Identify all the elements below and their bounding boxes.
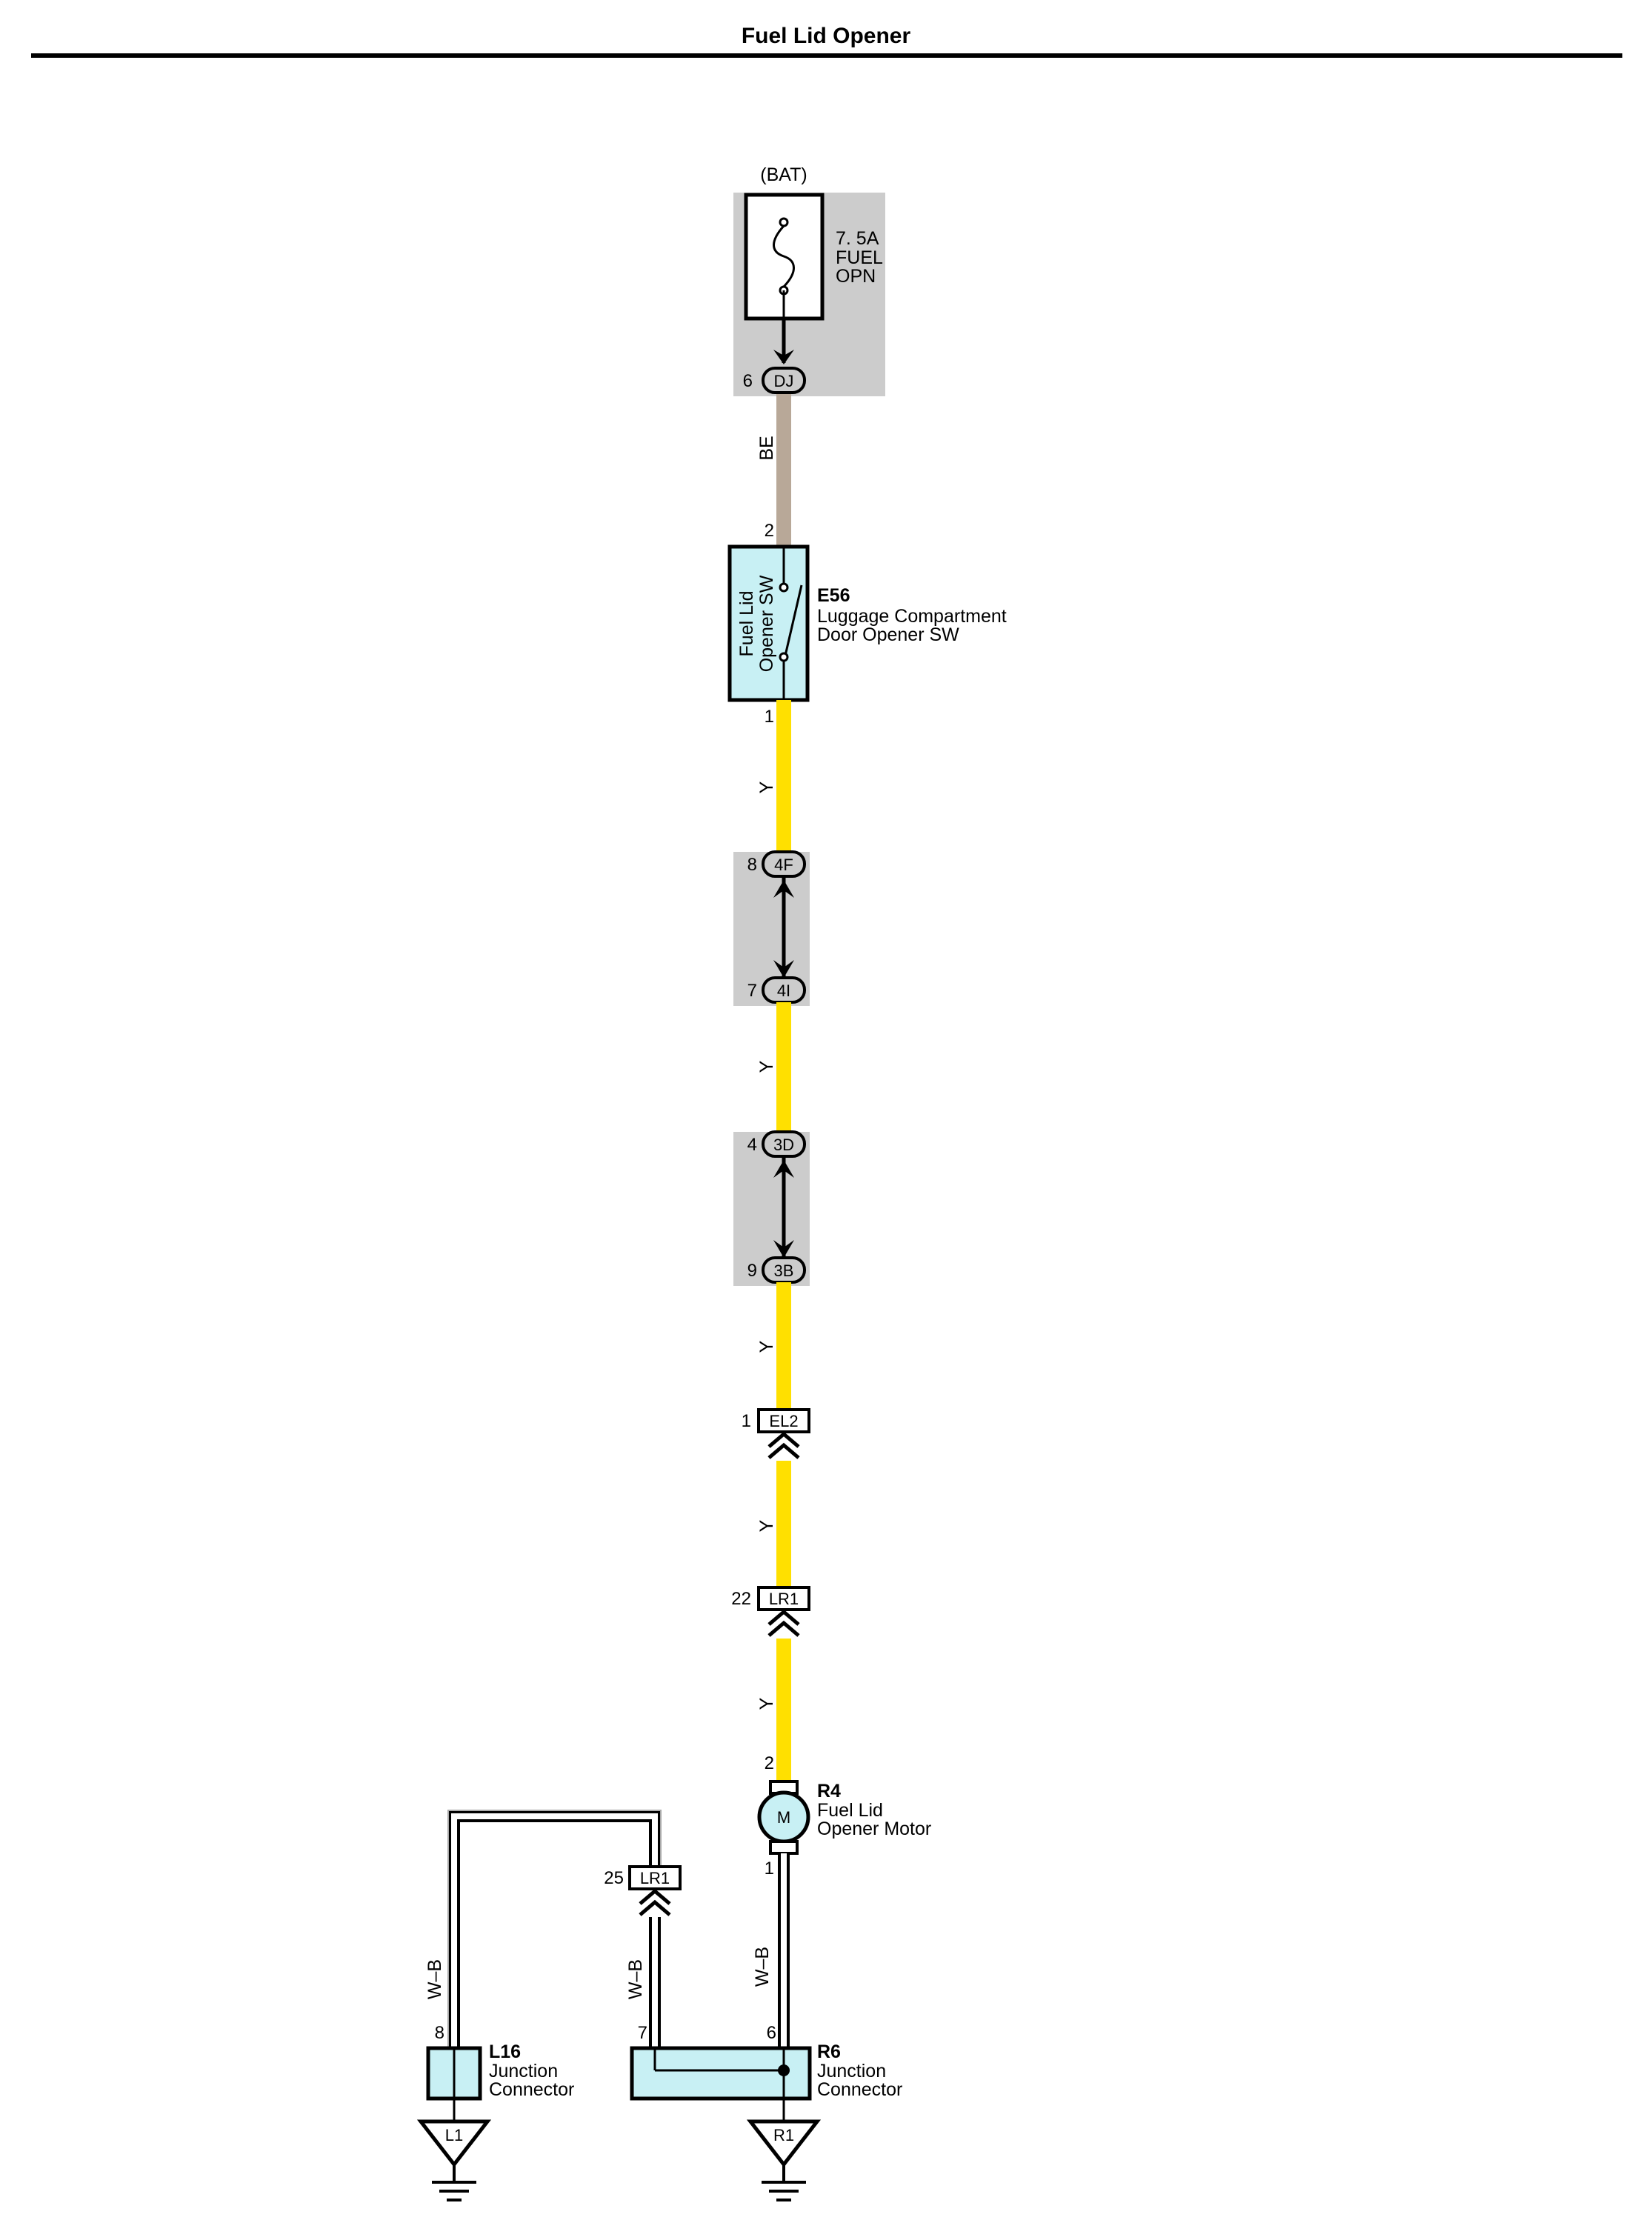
connector-lr1-22-code: LR1 <box>769 1590 799 1608</box>
fuse-name-line2: OPN <box>836 266 876 287</box>
fuse-name-line1: FUEL <box>836 247 883 268</box>
wire-color-wb1: W–B <box>752 1947 773 1987</box>
ground-l1-label: L1 <box>445 2126 463 2144</box>
junction-l16-id: L16 <box>489 2041 521 2062</box>
connector-3b-code: 3B <box>774 1261 794 1280</box>
wire-color-y2: Y <box>756 1060 777 1073</box>
connector-dj-pin: 6 <box>743 371 753 391</box>
connector-3d-pin: 4 <box>747 1135 757 1155</box>
ground-r1 <box>746 2119 822 2201</box>
connector-4f-code: 4F <box>774 856 793 874</box>
motor-name-line1: Fuel Lid <box>817 1800 883 1821</box>
wire-color-y5: Y <box>756 1697 777 1710</box>
junction-r6-pin-left: 7 <box>638 2023 647 2043</box>
connector-3d-code: 3D <box>773 1136 794 1154</box>
motor-id: R4 <box>817 1781 841 1801</box>
junction-l16-name-line2: Connector <box>489 2079 574 2100</box>
connector-3b-pin: 9 <box>747 1261 757 1281</box>
power-source-label: (BAT) <box>760 164 807 185</box>
ground-l1 <box>416 2119 492 2201</box>
junction-l16-pin: 8 <box>435 2023 444 2043</box>
connector-4i-pin: 7 <box>747 981 757 1001</box>
junction-r6-name-line1: Junction <box>817 2061 886 2081</box>
connector-4i-code: 4I <box>777 981 790 1000</box>
connector-dj <box>762 367 806 394</box>
ground-r1-label: R1 <box>773 2126 794 2144</box>
chevron-up-icon <box>639 1888 671 1916</box>
switch-name-line1: Luggage Compartment <box>817 606 1007 627</box>
connector-dj-code: DJ <box>774 372 794 390</box>
wire-color-wb3: W–B <box>625 1959 646 1999</box>
switch-name-line2: Door Opener SW <box>817 624 959 645</box>
title-rule <box>31 53 1622 58</box>
connector-lr1-25-pin: 25 <box>604 1868 624 1888</box>
wire-color-be: BE <box>756 436 777 460</box>
switch-e56[interactable] <box>727 544 810 702</box>
connector-el2-code: EL2 <box>769 1412 798 1430</box>
arrow-down-icon <box>773 350 794 364</box>
junction-r6-pin-right: 6 <box>767 2023 776 2043</box>
fuse-7-5a <box>744 193 825 321</box>
switch-pin-top: 2 <box>765 521 774 541</box>
switch-contact-icon <box>784 584 803 656</box>
switch-inner-line1: Fuel Lid <box>736 591 757 657</box>
switch-inner-line2: Opener SW <box>756 575 777 672</box>
connector-arrow-down-icon <box>773 960 794 978</box>
connector-lr1-25-code: LR1 <box>640 1869 670 1887</box>
chevron-up-icon <box>767 1431 800 1459</box>
junction-l16-name-line1: Junction <box>489 2061 558 2081</box>
wire-color-wb2: W–B <box>424 1959 445 1999</box>
wire-color-y3: Y <box>756 1340 777 1353</box>
motor-pin-top: 2 <box>765 1753 774 1773</box>
switch-id: E56 <box>817 585 850 606</box>
wire-wb-loop <box>448 1810 661 2048</box>
connector-lr1-22-pin: 22 <box>731 1589 751 1609</box>
motor-pin-bottom: 1 <box>765 1859 774 1879</box>
motor-symbol: M <box>777 1808 790 1827</box>
connector-arrow-down-icon <box>773 1240 794 1258</box>
page-title: Fuel Lid Opener <box>741 24 911 48</box>
connector-arrow-up-icon <box>773 1160 794 1178</box>
connector-4f-pin: 8 <box>747 855 757 875</box>
connector-arrow-up-icon <box>773 880 794 898</box>
junction-r6-id: R6 <box>817 2041 841 2062</box>
title-bar: Fuel Lid Opener <box>0 0 1652 59</box>
fuse-rating: 7. 5A <box>836 228 879 249</box>
chevron-up-icon <box>767 1609 800 1637</box>
motor-name-line2: Opener Motor <box>817 1819 931 1839</box>
switch-pin-bottom: 1 <box>765 707 774 727</box>
wire-color-y4: Y <box>756 1519 777 1532</box>
splice-dot-icon <box>778 2064 790 2076</box>
connector-el2-pin: 1 <box>742 1411 751 1431</box>
junction-r6-name-line2: Connector <box>817 2079 902 2100</box>
wire-color-y1: Y <box>756 781 777 793</box>
